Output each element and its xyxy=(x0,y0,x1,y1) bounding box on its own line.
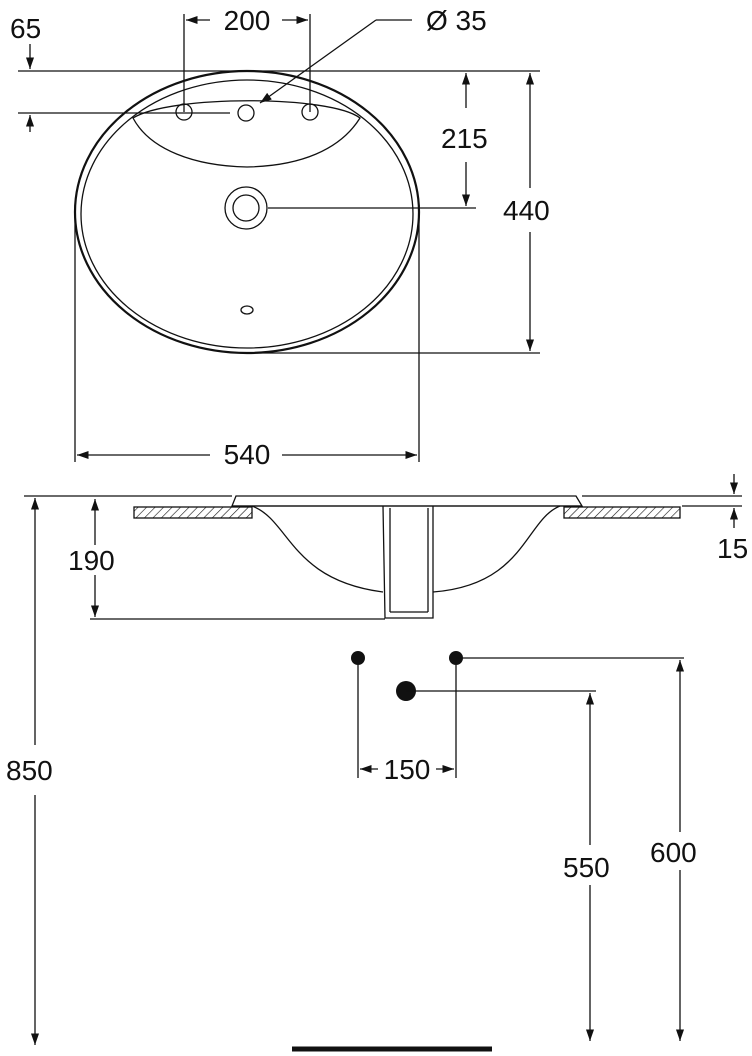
installation-view: 850 150 600 550 xyxy=(6,495,697,1052)
dim-overall-height: 850 xyxy=(6,755,53,786)
dim-bowl-depth: 190 xyxy=(68,545,115,576)
plan-view: 200 Ø 35 65 215 440 540 xyxy=(10,5,550,470)
dim-front-to-drain: 215 xyxy=(441,123,488,154)
basin-rim xyxy=(231,495,584,507)
basin-bowl xyxy=(251,505,561,593)
tap-hole-center xyxy=(237,104,255,122)
side-view: 190 15 xyxy=(68,474,748,620)
dim-supply-height: 600 xyxy=(650,837,697,868)
countertop-left xyxy=(133,506,253,519)
basin-outline-inner xyxy=(80,79,414,349)
dim-tap-hole-diameter: Ø 35 xyxy=(426,5,487,36)
dim-supply-spacing: 150 xyxy=(384,754,431,785)
tap-deck xyxy=(132,100,361,168)
drain-outer xyxy=(224,186,268,230)
waste-outlet xyxy=(382,505,434,619)
dim-rim-thickness: 15 xyxy=(717,533,748,564)
dim-width: 540 xyxy=(224,439,271,470)
dim-waste-height: 550 xyxy=(563,852,610,883)
overflow-slot xyxy=(240,305,254,315)
dim-depth: 440 xyxy=(503,195,550,226)
supply-point-left xyxy=(351,651,365,665)
drain-inner xyxy=(232,194,260,222)
countertop-right xyxy=(563,506,681,519)
dim-tap-hole-spacing: 200 xyxy=(224,5,271,36)
dim-rim-to-tap-holes: 65 xyxy=(10,13,41,44)
